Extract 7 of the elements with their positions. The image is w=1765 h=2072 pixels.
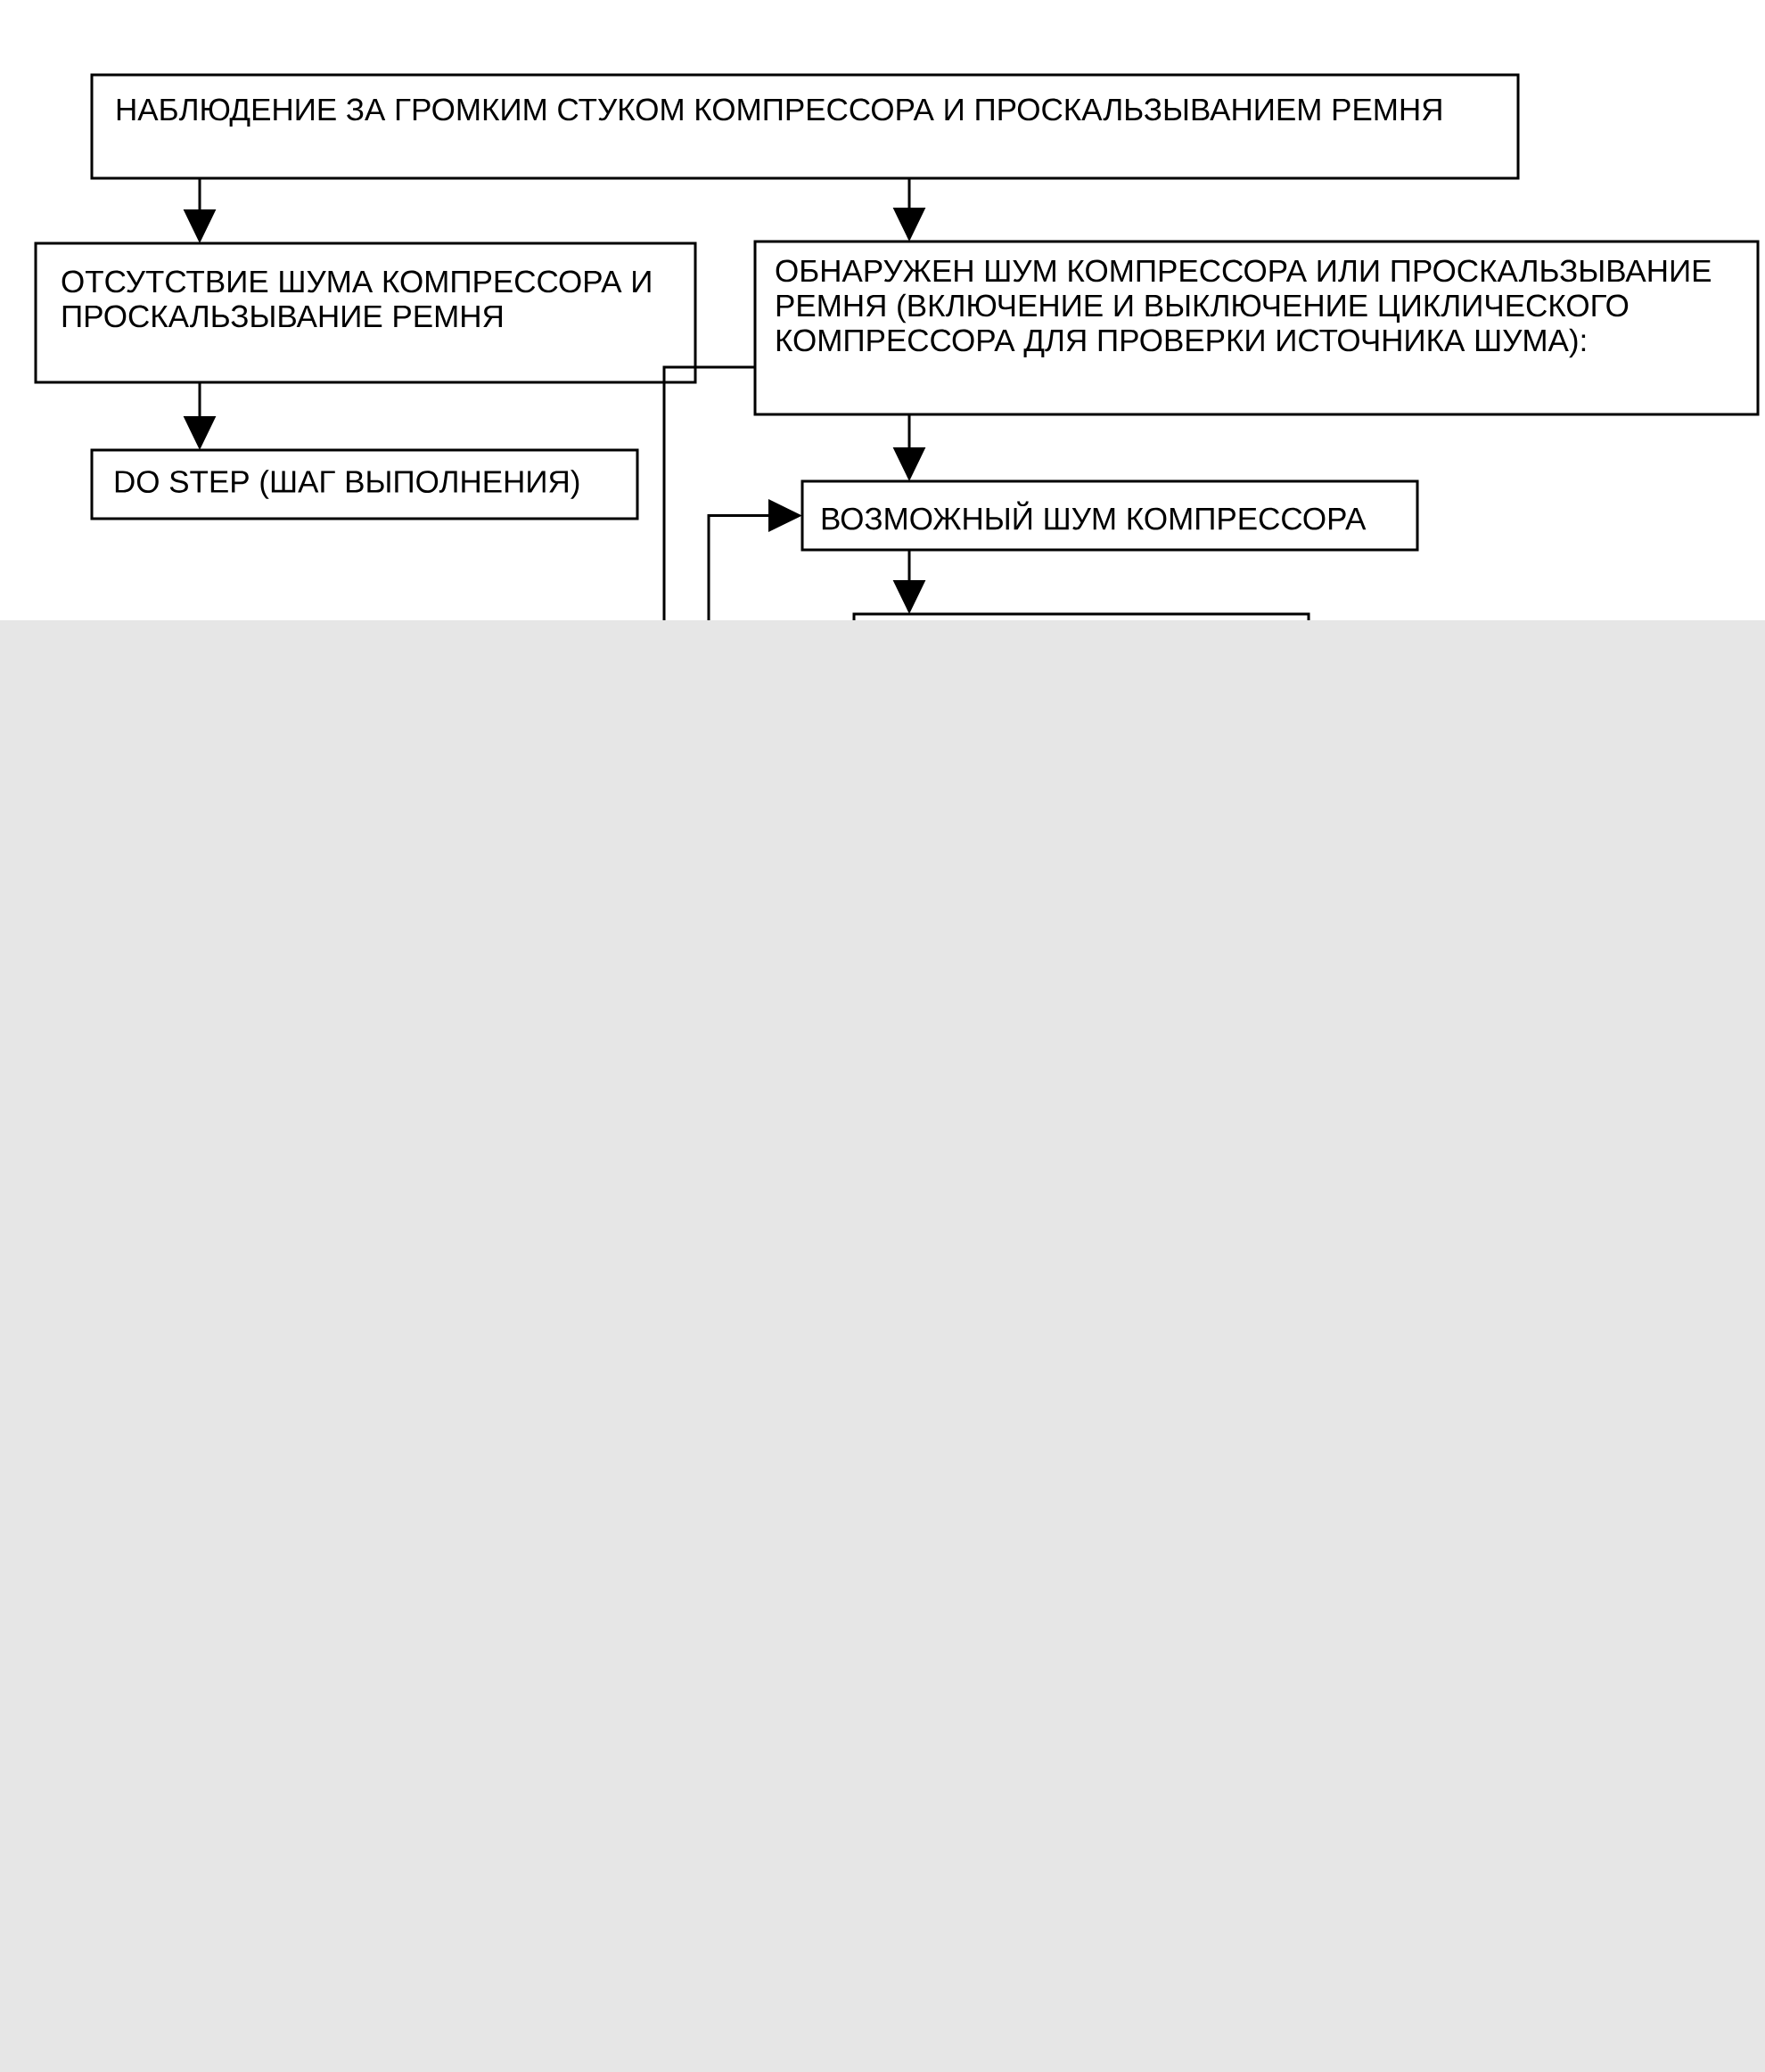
connector-line xyxy=(662,365,755,620)
process-box: НАБЛЮДЕНИЕ ЗА ГРОМКИМ СТУКОМ КОМПРЕССОРА И ПРОСКАЛЬЗЫВАНИЕМ РЕМНЯ xyxy=(90,73,1520,180)
process-box: ВОЗМОЖНЫЙ ШУМ КОМПРЕССОРА xyxy=(800,479,1419,552)
process-box: ОБНАРУЖЕН ШУМ КОМПРЕССОРА ИЛИ ПРОСКАЛЬЗЫВАНИЕ РЕМНЯ (ВКЛЮЧЕНИЕ И ВЫКЛЮЧЕНИЕ ЦИКЛИЧЕСКОГО КОМПРЕССОРА ДЛЯ ПРОВЕРКИ ИСТОЧНИКА ШУМА): xyxy=(753,240,1760,416)
process-box: ОТСУТСТВИЕ ШУМА КОМПРЕССОРА И ПРОСКАЛЬЗЫВАНИЕ РЕМНЯ xyxy=(34,242,697,384)
process-box: DO STEP (ШАГ ВЫПОЛНЕНИЯ) xyxy=(90,448,639,520)
process-box xyxy=(852,612,1310,620)
